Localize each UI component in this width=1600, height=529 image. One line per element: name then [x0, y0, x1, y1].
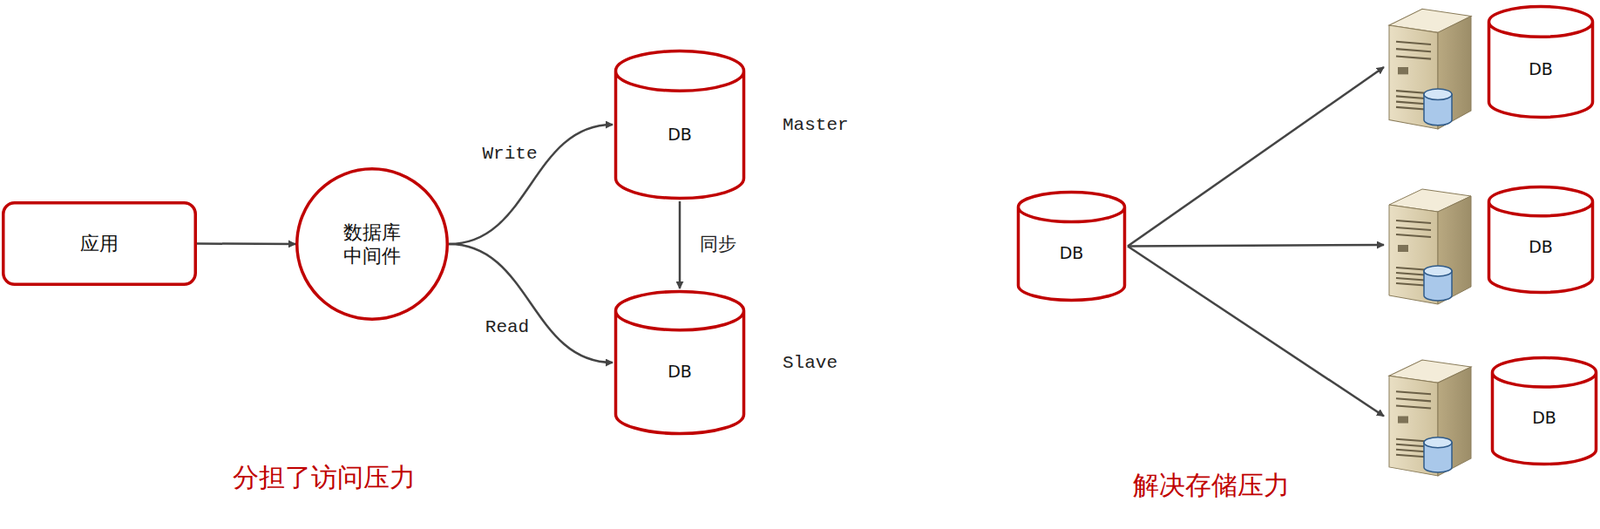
- node-outline: [1383, 183, 1596, 306]
- server-database: DB: [1383, 183, 1596, 306]
- node-outline: [295, 167, 449, 321]
- connector-arrow: [1127, 244, 1384, 247]
- edge-label: Write: [479, 143, 540, 164]
- node-label: DB: [667, 124, 692, 144]
- node-label: DB: [1059, 243, 1085, 263]
- connector-arrow: [448, 244, 613, 363]
- node-outline: [1383, 3, 1596, 131]
- connector-arrow: [448, 124, 613, 245]
- role-label: Slave: [782, 352, 838, 373]
- role-label: Master: [782, 115, 849, 136]
- node-label: 数据库 中间件: [337, 220, 407, 269]
- database-cylinder: DBSlave: [612, 288, 747, 437]
- connector-arrow: [1127, 67, 1384, 247]
- connector-arrow: [678, 201, 682, 289]
- database-cylinder: DB: [1015, 189, 1128, 304]
- middleware-circle: 数据库 中间件: [295, 167, 449, 321]
- server-database: DB: [1383, 3, 1596, 131]
- database-cylinder: DBMaster: [612, 47, 747, 202]
- caption-label: 解决存储压力: [1132, 467, 1290, 504]
- connector-arrow: [196, 242, 296, 245]
- node-outline: [1383, 354, 1600, 478]
- connector-arrow: [1127, 246, 1384, 417]
- node-label: DB: [667, 361, 692, 381]
- server-icon: [1389, 189, 1472, 305]
- caption-label: 分担了访问压力: [232, 460, 416, 496]
- node-label: 应用: [80, 230, 119, 258]
- server-icon: [1389, 8, 1472, 129]
- edge-label: Read: [482, 317, 532, 338]
- process-box: 应用: [1, 201, 197, 286]
- node-label: DB: [1528, 237, 1553, 257]
- server-database: DB: [1383, 354, 1600, 478]
- server-icon: [1389, 359, 1472, 476]
- node-label: DB: [1532, 407, 1557, 428]
- node-label: DB: [1528, 59, 1553, 79]
- edge-label: 同步: [697, 231, 739, 257]
